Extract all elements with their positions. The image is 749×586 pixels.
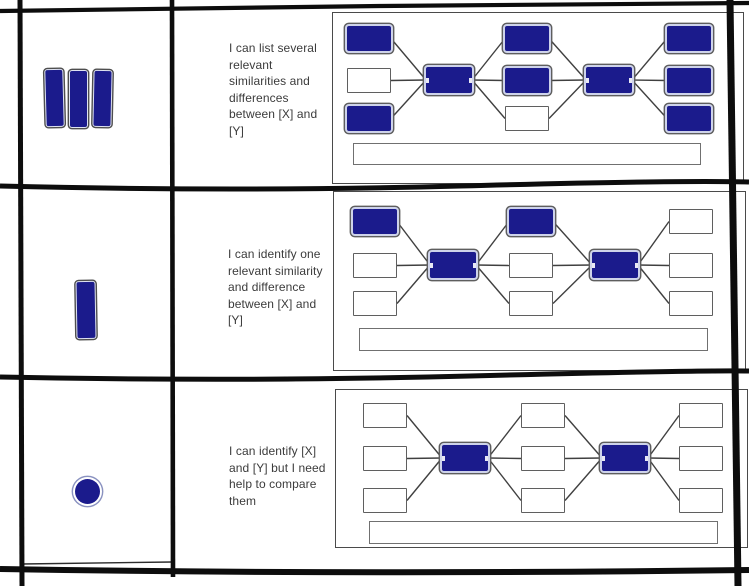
organizer-node-middle-bottom (505, 106, 549, 131)
organizer-node-right-top (669, 209, 713, 234)
organizer-node-hub-left (426, 67, 472, 93)
organizer-summary-bar (369, 521, 718, 544)
organizer-node-right-bottom (669, 291, 713, 316)
rating-bar (93, 70, 112, 127)
organizer-summary-bar (359, 328, 708, 351)
organizer-node-right-bottom (667, 106, 711, 131)
organizer-node-right-bottom (679, 488, 723, 513)
organizer-node-left-top (363, 403, 407, 428)
row-2-organizer-panel (333, 191, 746, 371)
organizer-node-left-bottom (347, 106, 391, 131)
organizer-node-hub-right (592, 252, 638, 278)
organizer-node-left-top (347, 26, 391, 51)
organizer-node-hub-right (586, 67, 632, 93)
organizer-summary-bar (353, 143, 701, 165)
organizer-node-hub-left (442, 445, 488, 471)
row-1-descriptor-text: I can list several relevant similarities… (229, 41, 318, 138)
row-2-descriptor-text: I can identify one relevant similarity a… (228, 247, 323, 327)
rating-dot (75, 479, 100, 504)
row-1-organizer-panel (332, 12, 744, 184)
organizer-node-middle-center (509, 253, 553, 278)
row-3-descriptor-text: I can identify [X] and [Y] but I need he… (229, 444, 326, 508)
organizer-node-hub-left (430, 252, 476, 278)
organizer-node-right-top (679, 403, 723, 428)
organizer-node-middle-top (505, 26, 549, 51)
organizer-node-left-middle (347, 68, 391, 93)
organizer-node-left-bottom (363, 488, 407, 513)
organizer-node-middle-top (509, 209, 553, 234)
level-filled-circle-icon (72, 476, 104, 508)
organizer-node-middle-center (521, 446, 565, 471)
organizer-node-middle-bottom (521, 488, 565, 513)
rating-bar (45, 69, 64, 127)
level-three-bars-icon (45, 69, 118, 134)
rating-bar (70, 71, 87, 127)
organizer-node-middle-top (521, 403, 565, 428)
organizer-node-middle-bottom (509, 291, 553, 316)
organizer-node-right-middle (669, 253, 713, 278)
organizer-node-right-middle (667, 68, 711, 93)
organizer-node-left-middle (353, 253, 397, 278)
row-3-organizer-panel (335, 389, 748, 548)
organizer-node-left-bottom (353, 291, 397, 316)
rating-bar (76, 281, 96, 339)
organizer-node-left-middle (363, 446, 407, 471)
level-one-bar-icon (75, 281, 101, 341)
organizer-node-right-middle (679, 446, 723, 471)
organizer-node-middle-center (505, 68, 549, 93)
organizer-node-left-top (353, 209, 397, 234)
organizer-node-right-top (667, 26, 711, 51)
organizer-node-hub-right (602, 445, 648, 471)
